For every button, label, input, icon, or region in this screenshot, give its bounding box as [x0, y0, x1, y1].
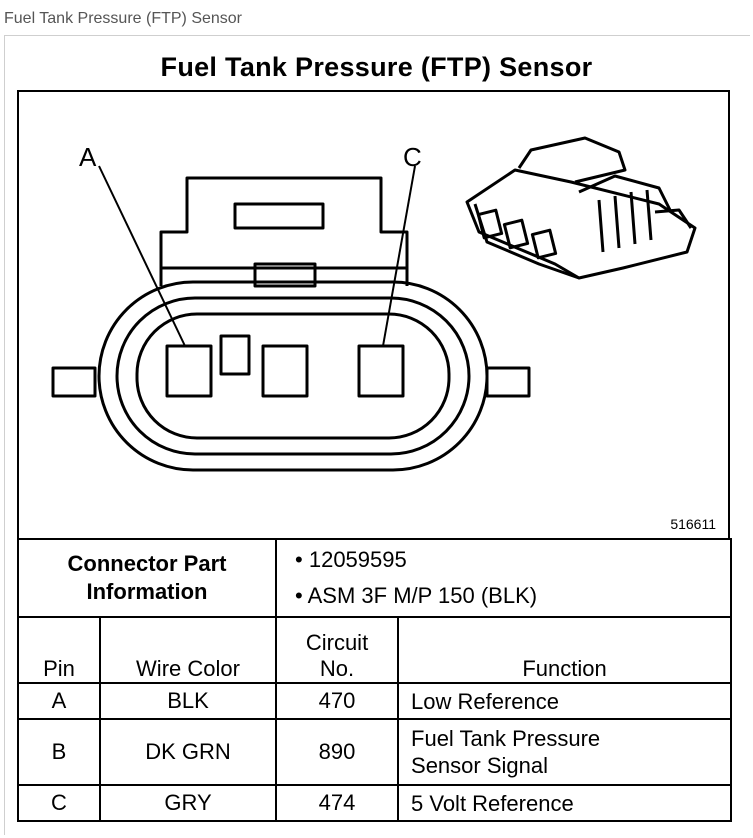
header-circuit-no: Circuit No. [275, 616, 400, 684]
table-row: A BLK 470 Low Reference [17, 682, 733, 720]
latch-tab [253, 262, 317, 288]
connector-info-label-line1: Connector Part [67, 551, 227, 576]
pin-cell: A [17, 682, 101, 720]
function-line2: Sensor Signal [411, 753, 548, 778]
header-circuit-line2: No. [319, 656, 355, 681]
function-line1: Fuel Tank Pressure [411, 726, 601, 751]
outer-shell [97, 280, 489, 472]
part-number-item: • 12059595 [295, 547, 407, 572]
pin-cell: C [17, 784, 101, 822]
wire-color-cell: DK GRN [98, 718, 278, 786]
pin-label-a: A [79, 142, 97, 172]
leader-line-a [98, 165, 186, 347]
table-header-row: Pin Wire Color Circuit No. Function [17, 616, 733, 684]
connector-info-label: Connector Part Information [16, 538, 278, 618]
wire-color-cell: BLK [98, 682, 278, 720]
header-function: Function [397, 616, 733, 684]
terminal-b [261, 344, 309, 398]
table-row: B DK GRN 890 Fuel Tank Pressure Sensor S… [17, 718, 733, 786]
circuit-cell: 474 [275, 784, 400, 822]
circuit-cell: 470 [275, 682, 400, 720]
inner-shell [115, 296, 471, 456]
connector-info-row: Connector Part Information • 12059595 • … [16, 538, 733, 618]
right-mounting-tab [485, 366, 531, 398]
connector-perspective-drawing [465, 136, 697, 280]
terminal-key [219, 334, 251, 376]
header-circuit-line1: Circuit [305, 630, 369, 655]
latch-housing [159, 176, 409, 270]
figure-number: 516611 [670, 516, 716, 532]
connector-diagram: A C 516611 [17, 90, 730, 540]
pinout-table: Connector Part Information • 12059595 • … [16, 538, 733, 822]
terminal-cavity [135, 312, 451, 440]
header-wire-color: Wire Color [98, 616, 278, 684]
leader-line-c [382, 165, 416, 347]
circuit-cell: 890 [275, 718, 400, 786]
function-cell: 5 Volt Reference [397, 784, 733, 822]
pin-cell: B [17, 718, 101, 786]
connector-info-values: • 12059595 • ASM 3F M/P 150 (BLK) [275, 538, 733, 618]
connector-info-label-line2: Information [86, 579, 208, 604]
terminal-c [357, 344, 405, 398]
page-caption: Fuel Tank Pressure (FTP) Sensor [4, 10, 243, 27]
left-mounting-tab [51, 366, 97, 398]
latch-window [233, 202, 325, 230]
terminal-a [165, 344, 213, 398]
wire-color-cell: GRY [98, 784, 278, 822]
table-row: C GRY 474 5 Volt Reference [17, 784, 733, 822]
pin-label-c: C [403, 142, 422, 172]
function-cell: Fuel Tank Pressure Sensor Signal [397, 718, 733, 786]
document-title: Fuel Tank Pressure (FTP) Sensor [160, 52, 593, 82]
content-frame [4, 35, 750, 835]
connector-drawing: A C [51, 136, 697, 472]
assembly-item: • ASM 3F M/P 150 (BLK) [295, 583, 538, 608]
function-cell: Low Reference [397, 682, 733, 720]
header-pin: Pin [17, 616, 101, 684]
